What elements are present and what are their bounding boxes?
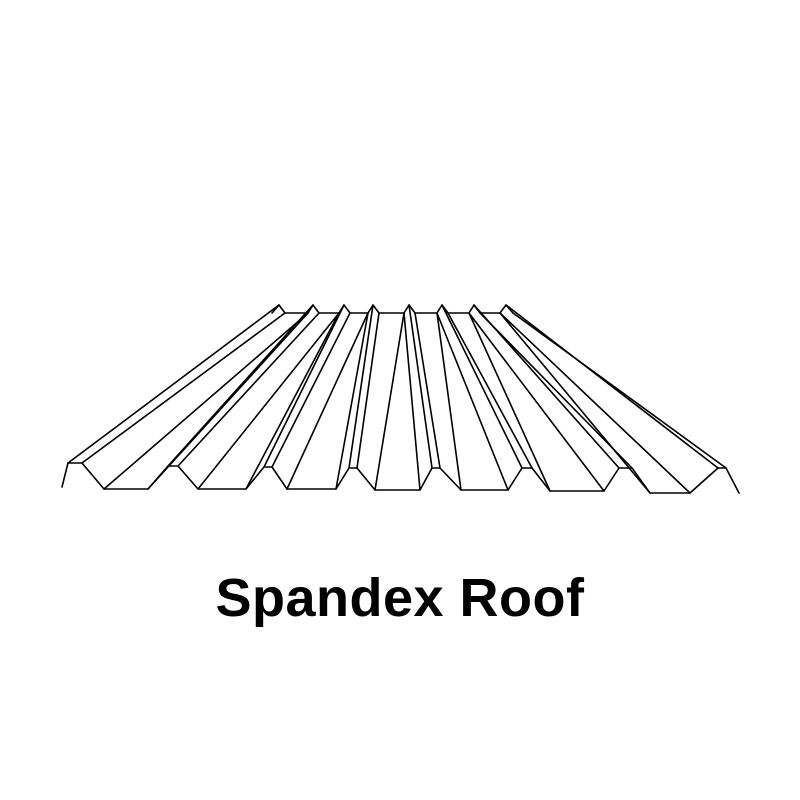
- caption-title: Spandex Roof: [215, 568, 585, 628]
- roof-corrugation-lines: [67, 304, 727, 494]
- roof-sheet-lines: [61, 304, 740, 494]
